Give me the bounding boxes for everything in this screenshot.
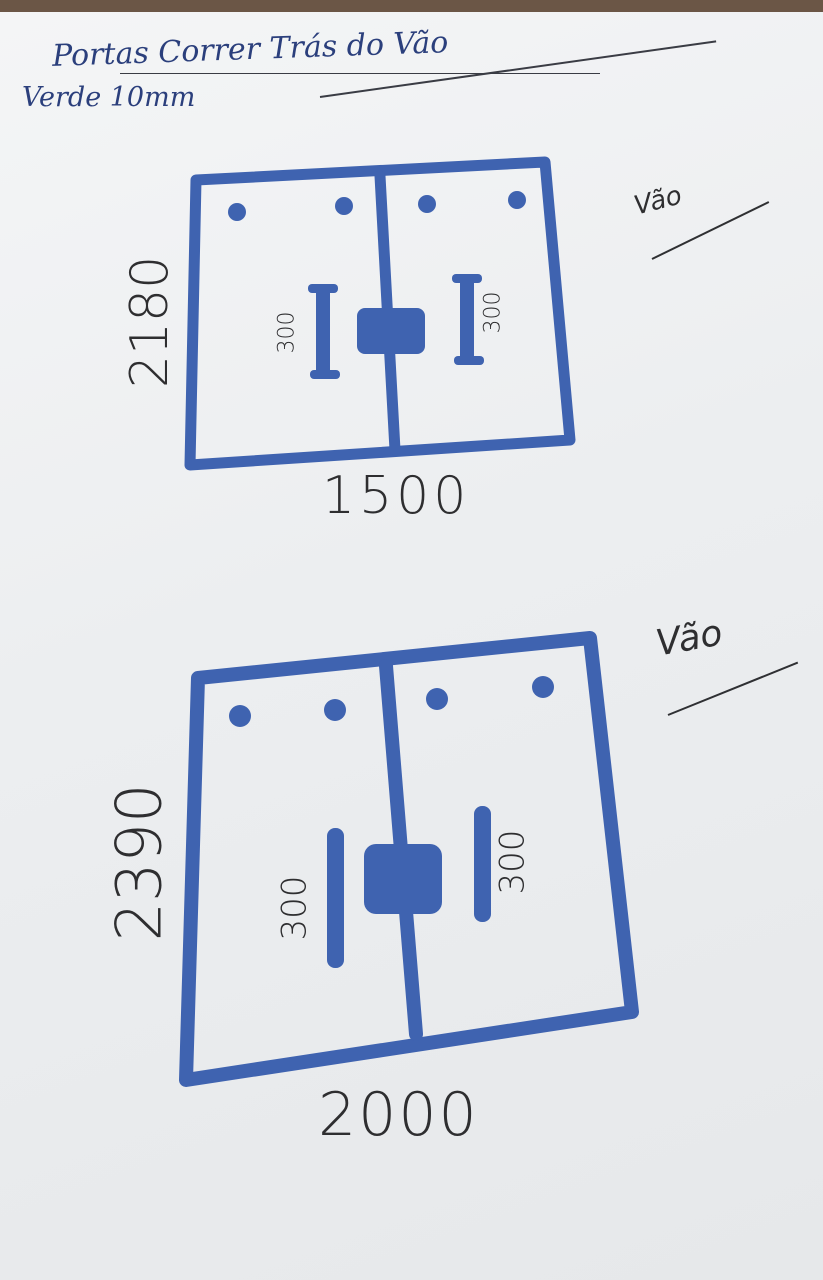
handle-label-right-bottom: 300	[492, 829, 533, 895]
width-dimension-top: 1500	[322, 466, 471, 526]
handle-bar-left	[316, 288, 330, 376]
handle-cap-right-top	[452, 274, 482, 283]
handle-bar-left	[327, 828, 344, 968]
hole-dot	[532, 676, 554, 698]
frame-outline-top	[184, 156, 576, 471]
paper-sheet	[0, 12, 823, 1280]
title-underline-2	[120, 73, 600, 74]
hole-dot	[228, 203, 246, 221]
hole-dot	[418, 195, 436, 213]
hole-dot	[426, 688, 448, 710]
handle-label-left-bottom: 300	[274, 875, 315, 941]
hole-dot	[508, 191, 526, 209]
sketch-subtitle: Verde 10mm	[22, 82, 196, 113]
frame-outline-bottom	[179, 631, 639, 1087]
door-diagram-bottom	[179, 631, 639, 1087]
width-dimension-bottom: 2000	[318, 1080, 479, 1150]
handle-cap-left-top	[308, 284, 338, 293]
handle-cap-right-bottom	[454, 356, 484, 365]
hole-dot	[335, 197, 353, 215]
handle-cap-left-bottom	[310, 370, 340, 379]
handle-bar-right	[460, 278, 474, 364]
center-lock-bottom	[364, 844, 442, 914]
door-diagram-top	[184, 156, 576, 471]
hole-dot	[229, 705, 251, 727]
height-dimension-bottom: 2390	[102, 783, 176, 942]
hole-dot	[324, 699, 346, 721]
center-lock-top	[357, 308, 425, 354]
handle-bar-right	[474, 806, 491, 922]
